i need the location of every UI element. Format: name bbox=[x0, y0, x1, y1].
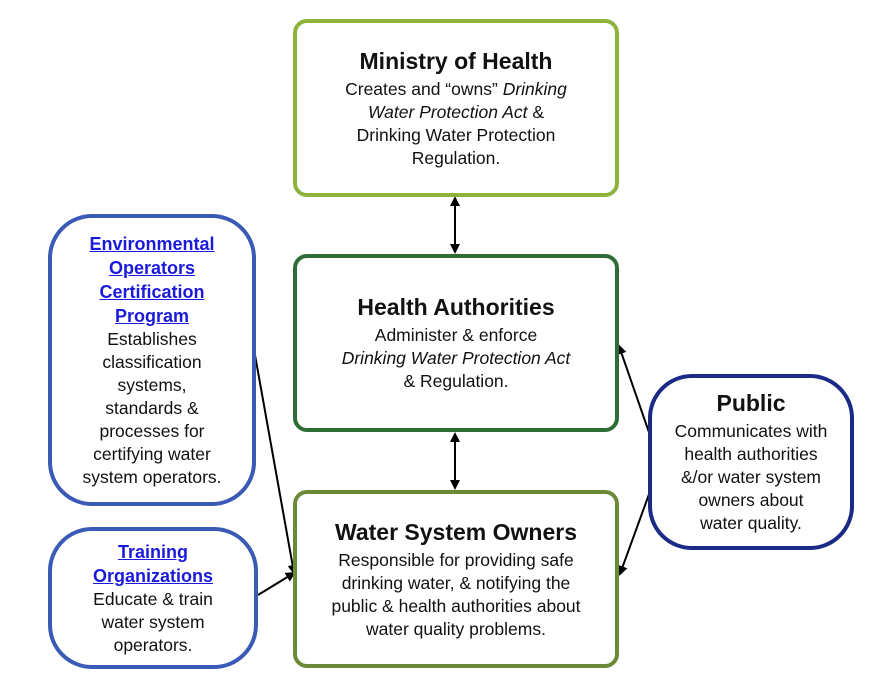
ministry-of-health-box: Ministry of Health Creates and “owns” Dr… bbox=[293, 19, 619, 197]
water-system-owners-title: Water System Owners bbox=[334, 518, 578, 545]
health-authorities-box: Health Authorities Administer & enforce … bbox=[293, 254, 619, 432]
health-authorities-description: Administer & enforce Drinking Water Prot… bbox=[341, 325, 571, 391]
arrow-eocp-owners bbox=[254, 354, 298, 575]
training-description: Educate & train water system operators. bbox=[93, 588, 213, 655]
public-box: Public Communicates with health authorit… bbox=[648, 374, 854, 550]
eocp-description: Establishes classification systems, stan… bbox=[82, 328, 222, 487]
ministry-description: Creates and “owns” Drinking Water Protec… bbox=[345, 78, 567, 168]
training-organizations-box: Training Organizations Educate & train w… bbox=[48, 527, 258, 669]
public-description: Communicates with health authorities &/o… bbox=[674, 421, 828, 533]
public-title: Public bbox=[716, 390, 786, 416]
eocp-box: Environmental Operators Certification Pr… bbox=[48, 214, 256, 506]
training-link[interactable]: Training Organizations bbox=[92, 541, 213, 586]
arrow-training-owners bbox=[257, 571, 296, 596]
eocp-link[interactable]: Environmental Operators Certification Pr… bbox=[89, 233, 215, 326]
water-system-owners-box: Water System Owners Responsible for prov… bbox=[293, 490, 619, 668]
water-system-owners-description: Responsible for providing safe drinking … bbox=[331, 549, 581, 639]
ministry-title: Ministry of Health bbox=[359, 47, 553, 74]
health-authorities-title: Health Authorities bbox=[357, 294, 555, 320]
